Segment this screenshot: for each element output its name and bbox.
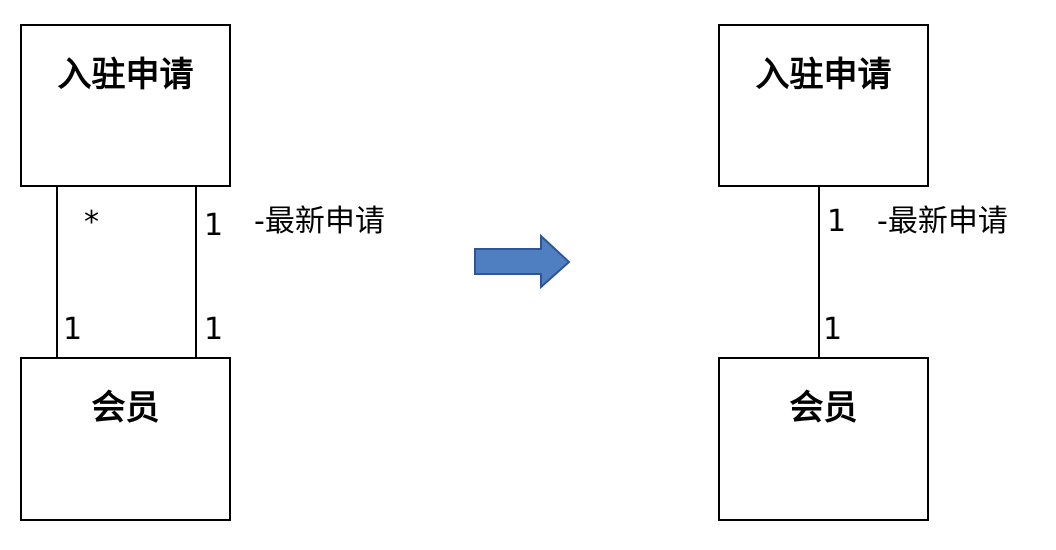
right-arrow-icon <box>474 233 571 290</box>
right-role-label: -最新申请 <box>877 204 1008 239</box>
left-line2-bottom-multiplicity: 1 <box>204 312 223 347</box>
right-line-bottom-multiplicity: 1 <box>823 312 842 347</box>
left-top-class-name: 入驻申请 <box>58 55 194 95</box>
left-diagram: 入驻申请 会员 * 1 1 1 -最新申请 <box>20 24 385 521</box>
left-bottom-class-name: 会员 <box>92 388 160 428</box>
left-line1-top-multiplicity: * <box>84 205 99 240</box>
left-line2-top-multiplicity: 1 <box>204 208 223 243</box>
left-line1-bottom-multiplicity: 1 <box>63 312 82 347</box>
right-line-top-multiplicity: 1 <box>827 204 846 239</box>
right-bottom-class-box <box>718 357 929 521</box>
right-top-class-name: 入驻申请 <box>756 55 892 95</box>
left-role-label: -最新申请 <box>254 204 385 239</box>
left-top-class-box <box>20 24 231 187</box>
left-bottom-class-box <box>20 357 231 521</box>
right-top-class-box <box>718 24 929 187</box>
right-diagram: 入驻申请 会员 1 1 -最新申请 <box>718 24 1008 521</box>
right-bottom-class-name: 会员 <box>790 388 858 428</box>
